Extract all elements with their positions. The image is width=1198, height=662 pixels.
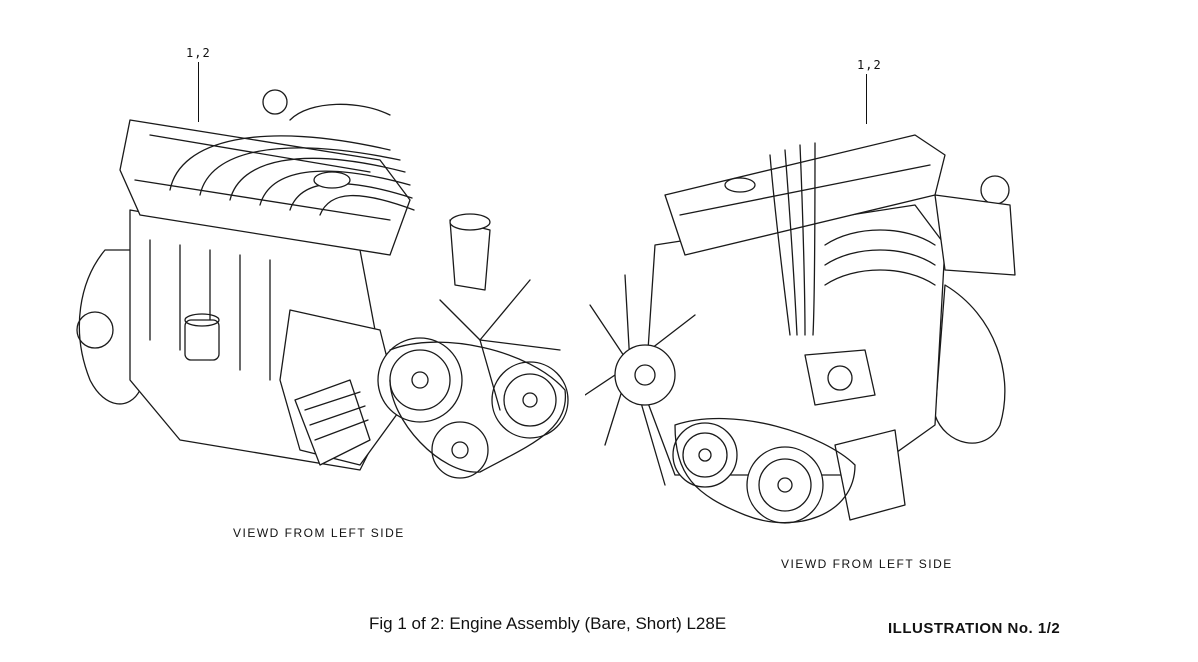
right-reference-label: 1,2 xyxy=(857,58,882,72)
left-engine-drawing xyxy=(60,80,580,500)
illustration-number: ILLUSTRATION No. 1/2 xyxy=(888,620,1061,637)
left-reference-label: 1,2 xyxy=(186,46,211,60)
right-view-caption: VIEWD FROM LEFT SIDE xyxy=(781,557,953,571)
left-leader-line xyxy=(198,62,199,122)
right-leader-line xyxy=(866,74,867,124)
figure-caption: Fig 1 of 2: Engine Assembly (Bare, Short… xyxy=(369,614,727,633)
right-engine-drawing xyxy=(585,95,1025,535)
left-view-caption: VIEWD FROM LEFT SIDE xyxy=(233,526,405,540)
